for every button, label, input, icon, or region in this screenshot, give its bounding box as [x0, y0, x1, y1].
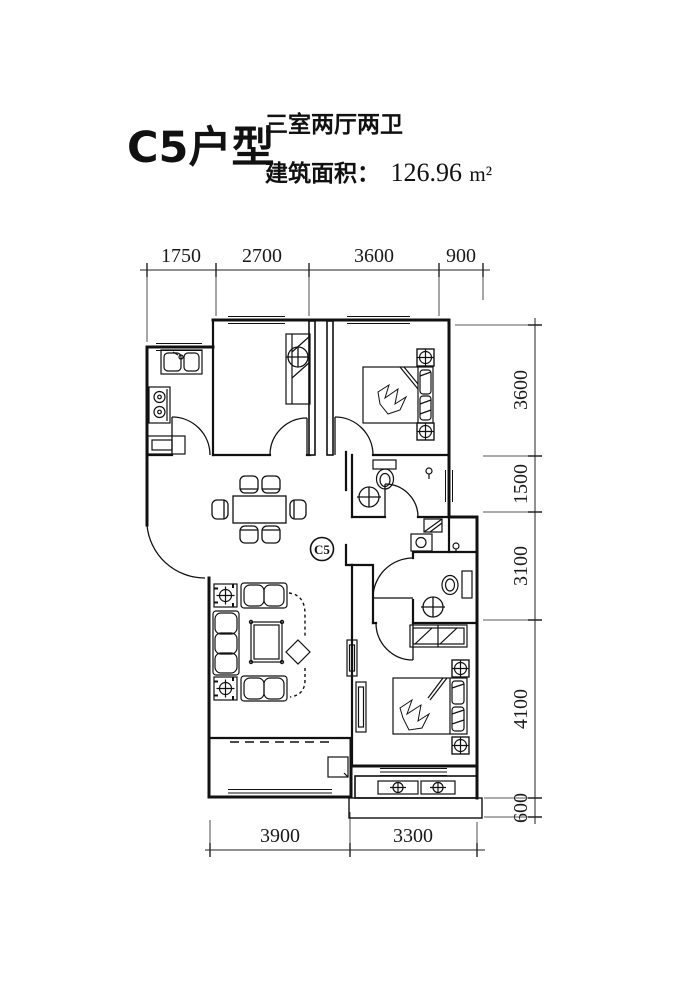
dim-bottom-2: 3300 [393, 825, 433, 847]
lamp-icon [451, 736, 470, 755]
wardrobe [409, 624, 468, 648]
coffee-table [248, 619, 285, 665]
door-panel [346, 639, 358, 677]
plan-label-text: C5 [314, 542, 330, 557]
wall-duct-strip [308, 320, 334, 456]
dimension-labels-top: 1750 2700 3600 900 [161, 245, 476, 267]
living-balcony [327, 756, 349, 778]
hall-fixtures [410, 518, 443, 552]
bedroom3-door [375, 622, 414, 661]
chair [239, 475, 259, 494]
bedding [377, 383, 408, 415]
window-bedroom2 [347, 316, 410, 324]
dim-top-3: 3600 [354, 245, 394, 267]
wardrobe [285, 333, 311, 405]
bedroom2-furniture [362, 348, 435, 441]
rug-diamond [285, 639, 311, 665]
window-living-balcony [228, 789, 332, 797]
ceiling-light-icon [285, 346, 311, 368]
bedding [399, 698, 431, 731]
area-unit: m² [469, 162, 492, 186]
lamp-icon [416, 348, 435, 367]
shelf [423, 518, 443, 533]
wall-hook [452, 542, 460, 550]
dim-right-2: 1500 [510, 464, 532, 504]
planter-box [420, 780, 456, 795]
bedroom1-furniture [285, 333, 311, 405]
kitchen-cabinet [147, 435, 186, 455]
bedroom3-furniture [346, 624, 470, 755]
dim-bottom-1: 3900 [260, 825, 300, 847]
entry-door-arc [146, 524, 206, 579]
dim-right-1: 3600 [510, 370, 532, 410]
window-bedroom1 [228, 316, 285, 324]
dim-right-5: 600 [510, 793, 532, 823]
dimension-labels-right: 3600 1500 3100 4100 600 [510, 370, 532, 823]
door-panel [355, 681, 367, 733]
bathroom1-door [384, 483, 419, 518]
planter-box [377, 780, 419, 795]
kitchen-fixtures [147, 349, 203, 455]
bedroom3-bay [348, 775, 483, 819]
dimension-chain-bottom [205, 812, 485, 857]
loveseat-top [240, 582, 288, 609]
dim-top-4: 900 [446, 245, 476, 267]
window-bathroom1 [445, 470, 453, 502]
sofa-three-seat [212, 610, 240, 676]
chair [211, 499, 229, 520]
chair [289, 499, 307, 520]
loveseat-bottom [240, 675, 288, 702]
bedroom1-door [269, 417, 308, 456]
area-value: 126.96 [390, 158, 462, 187]
plant-icon [213, 583, 238, 608]
dining-set [211, 475, 307, 544]
title-block: C5户型 三室两厅两卫 建筑面积： 126.96 m² [127, 111, 492, 187]
plant-icon [213, 676, 238, 701]
kitchen-sink [160, 349, 203, 375]
area-label: 建筑面积： 126.96 m² [265, 158, 492, 187]
lamp-icon [416, 422, 435, 441]
decor-dashed-line [288, 592, 306, 698]
dim-top-1: 1750 [161, 245, 201, 267]
washing-machine [327, 756, 349, 778]
chair [239, 525, 259, 544]
bed [362, 366, 434, 424]
sofa-group [212, 582, 311, 702]
bathroom2-fixtures [420, 542, 473, 618]
floor-drain-icon [420, 596, 446, 618]
doors [146, 416, 419, 743]
toilet [372, 459, 397, 490]
lamp-icon [451, 659, 470, 678]
plant-icon [389, 781, 407, 794]
bathroom2-door [372, 557, 414, 599]
windows [156, 316, 453, 797]
bathroom1-fixtures [356, 459, 433, 508]
plan-label-badge: C5 [309, 536, 335, 562]
bed [392, 677, 468, 735]
dining-table [232, 495, 287, 524]
dimension-chain-top [140, 263, 490, 342]
floor-drain-icon [356, 486, 382, 508]
toilet [441, 570, 473, 599]
dim-right-4: 4100 [510, 689, 532, 729]
bedroom2-door [334, 416, 374, 456]
kitchen-stove [148, 386, 171, 424]
area-prefix: 建筑面积： [265, 160, 380, 187]
dimension-chain-right [455, 318, 542, 824]
page-title: C5户型 [127, 123, 274, 173]
layout-type-label: 三室两厅两卫 [265, 111, 403, 138]
washing-machine [410, 533, 433, 552]
window-bedroom3 [380, 768, 447, 776]
wall-hook [425, 467, 433, 475]
dim-top-2: 2700 [242, 245, 282, 267]
chair [261, 525, 281, 544]
outer-platform [348, 797, 483, 819]
chair [261, 475, 281, 494]
dim-right-3: 3100 [510, 546, 532, 586]
plant-icon [429, 781, 447, 794]
dimension-labels-bottom: 3900 3300 [260, 825, 433, 847]
